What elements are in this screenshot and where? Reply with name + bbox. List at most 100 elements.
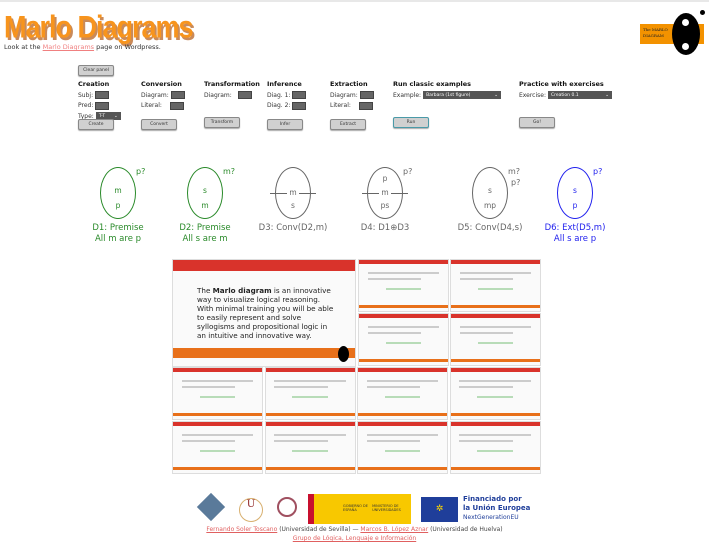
diagram-bot-term: mp <box>483 201 497 210</box>
diagram-question-term: p? <box>136 167 146 176</box>
author1-link[interactable]: Fernando Soler Toscano <box>206 526 278 533</box>
exercise-select[interactable]: Creation 0.1⌄ <box>548 91 612 100</box>
diagram-caption: D4: D1⊕D3 <box>360 223 410 233</box>
inference-title: Inference <box>267 80 302 88</box>
type-select[interactable]: T-T ⌄ <box>95 112 121 121</box>
funding-logos: U GOBIERNO DE ESPAÑA MINISTERIO DE UNIVE… <box>196 492 530 524</box>
diagram-statement: All s are p <box>553 234 597 244</box>
slide-thumbnail <box>264 367 356 420</box>
pred-label: Pred: <box>78 102 94 110</box>
slide-thumbnail <box>358 259 449 312</box>
gobierno-logo: GOBIERNO DE ESPAÑA MINISTERIO DE UNIVERS… <box>308 494 411 524</box>
diagram-question-term: p? <box>403 167 413 176</box>
diag2-label: Diag. 2: <box>267 102 291 110</box>
extraction-literal-input[interactable] <box>359 101 373 110</box>
us-logo: U <box>239 498 263 522</box>
type-label: Type: <box>78 112 94 120</box>
type-value: T-T <box>98 113 106 119</box>
intro-suffix: page on Wordpress. <box>94 43 161 51</box>
slide-thumbnail <box>450 313 541 366</box>
diagram-bot-term: p <box>572 201 578 210</box>
diagram-mid-term: s <box>203 186 207 195</box>
intro-prefix: Look at the <box>4 43 43 51</box>
uhu-logo <box>277 497 297 517</box>
slide-thumbnail <box>357 421 448 474</box>
create-button[interactable]: Create <box>78 119 114 130</box>
conversion-literal-input[interactable] <box>170 101 184 110</box>
diagram-label: Diagram: <box>141 91 169 99</box>
diagram-label: Diagram: <box>204 91 232 99</box>
intro-text: Look at the Marlo Diagrams page on Wordp… <box>4 43 161 51</box>
pred-input[interactable] <box>95 101 110 110</box>
aff2: (Universidad de Huelva) <box>428 526 503 533</box>
subj-label: Subj: <box>78 91 94 99</box>
example-select[interactable]: Barbara (1st figure) ⌄ <box>423 91 502 100</box>
diagram-question-term: m? <box>223 167 236 176</box>
clear-panel-button[interactable]: Clear panel <box>78 65 114 76</box>
funding-line3: NextGenerationEU <box>463 514 519 521</box>
literal-label: Literal: <box>330 102 351 110</box>
slide-thumbnail <box>449 421 541 474</box>
chevron-down-icon: ⌄ <box>494 92 499 98</box>
diag1-input[interactable] <box>292 91 307 100</box>
funding-line2: la Unión Europea <box>463 504 531 512</box>
diagram-bot-term: p <box>115 201 121 210</box>
aff1: (Universidad de Sevilla) — <box>277 526 361 533</box>
diagram-caption: D5: Conv(D4,s) <box>457 223 523 233</box>
extraction-diagram-input[interactable] <box>359 91 374 100</box>
slide-thumbnail <box>172 421 263 474</box>
diagram-caption: D6: Ext(D5,m) <box>544 223 606 233</box>
slide-thumbnail <box>358 313 449 366</box>
wordpress-link[interactable]: Marlo Diagrams <box>42 43 95 51</box>
diagram-top-term: p <box>382 174 388 183</box>
example-value: Barbara (1st figure) <box>426 92 471 98</box>
diagram-mid-term: m <box>379 188 391 197</box>
go-button[interactable]: Go! <box>519 117 555 128</box>
subj-input[interactable] <box>95 91 110 100</box>
convert-button[interactable]: Convert <box>141 119 177 130</box>
diagram-caption: D2: Premise <box>179 223 231 233</box>
diag1-label: Diag. 1: <box>267 91 291 99</box>
infer-button[interactable]: Infer <box>267 119 303 130</box>
authors-line: Fernando Soler Toscano (Universidad de S… <box>0 526 709 533</box>
inference-section: Inference Diag. 1: Diag. 2: <box>267 80 307 111</box>
intro-slide-text: The Marlo diagram is an innovative way t… <box>197 286 334 340</box>
chevron-down-icon: ⌄ <box>114 113 118 119</box>
diagram-mid-term: s <box>573 186 577 195</box>
slide-thumbnail <box>264 421 356 474</box>
run-button[interactable]: Run <box>393 117 429 128</box>
group-link[interactable]: Grupo de Lógica, Lenguaje e Información <box>292 535 417 542</box>
extract-button[interactable]: Extract <box>330 119 366 130</box>
marlo-logo: The MARLO DIAGRAM <box>640 10 706 56</box>
transformation-section: Transformation Diagram: <box>204 80 260 101</box>
diagram-bot-term: m <box>201 201 209 210</box>
exercises-section: Practice with exercises Exercise:Creatio… <box>519 80 612 101</box>
diagram-statement: All m are p <box>94 234 142 244</box>
diagram-mid-term: m <box>114 186 122 195</box>
transform-button[interactable]: Transform <box>204 117 240 128</box>
literal-label: Literal: <box>141 102 162 110</box>
diagram-mid-term: m <box>287 188 299 197</box>
creation-section: Creation Subj: Pred: Type:T-T⌄ <box>78 80 121 122</box>
slide-thumbnail <box>449 367 541 420</box>
slide-thumbnail <box>450 259 541 312</box>
author2-link[interactable]: Marcos B. López Aznar <box>360 526 429 533</box>
ministry-text: MINISTERIO DE UNIVERSIDADES <box>372 504 401 512</box>
intro-slide: The Marlo diagram is an innovative way t… <box>172 259 356 367</box>
extraction-title: Extraction <box>330 80 368 88</box>
transformation-diagram-input[interactable] <box>238 91 252 100</box>
diag2-input[interactable] <box>292 101 307 110</box>
diagram-caption: D1: Premise <box>92 223 144 233</box>
conversion-diagram-input[interactable] <box>170 91 185 100</box>
diagram-bot-term: s <box>291 201 295 210</box>
conversion-section: Conversion Diagram: Literal: <box>141 80 185 111</box>
